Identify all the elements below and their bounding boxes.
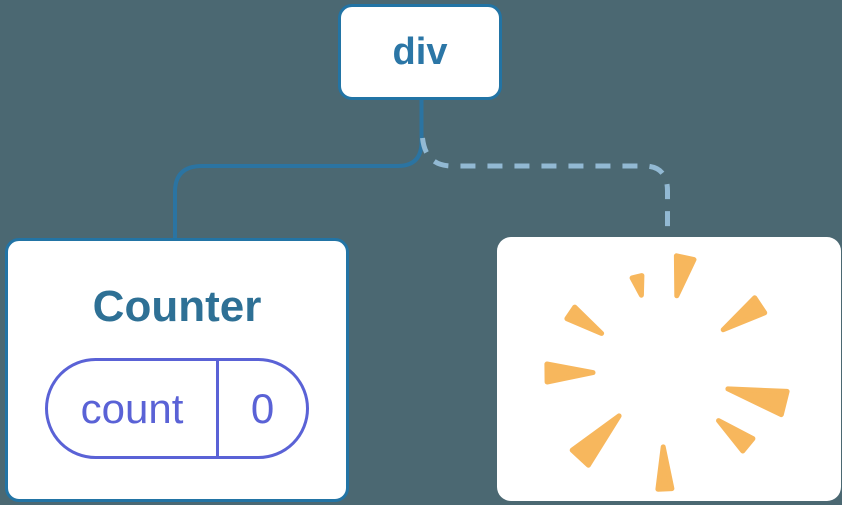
poof-rays: [544, 253, 790, 492]
root-node-label: div: [392, 31, 448, 73]
poof-ray: [673, 253, 697, 299]
state-key: count: [48, 361, 219, 456]
removed-card: [497, 237, 841, 501]
poof-ray: [564, 304, 605, 336]
poof-icon: [544, 253, 790, 492]
state-pill: count 0: [45, 358, 309, 459]
counter-title: Counter: [92, 282, 262, 331]
poof-ray: [655, 444, 675, 492]
poof-ray: [716, 418, 756, 454]
poof-ray: [544, 361, 596, 385]
poof-ray: [569, 413, 622, 468]
poof-ray: [720, 295, 768, 333]
root-node-div: div: [338, 4, 502, 100]
counter-card: Counter count 0: [5, 238, 349, 502]
poof-ray: [629, 273, 645, 298]
state-value: 0: [250, 384, 275, 432]
edge-div-to-removed: [420, 137, 670, 236]
edge-div-to-counter: [173, 99, 424, 239]
poof-ray: [725, 386, 790, 418]
